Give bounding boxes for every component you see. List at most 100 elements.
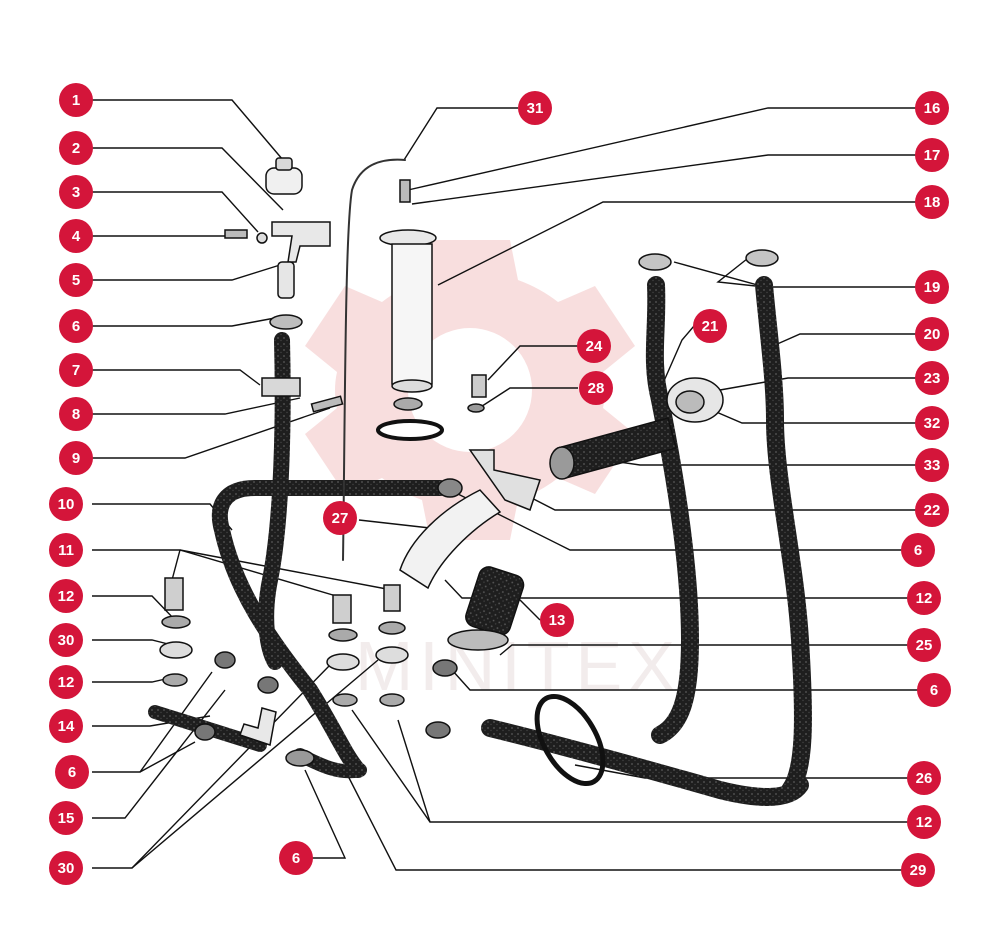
- callout-label: 6: [292, 850, 300, 867]
- callout-label: 5: [72, 272, 80, 289]
- callout-label: 12: [916, 814, 933, 831]
- callout-label: 6: [914, 542, 922, 559]
- bracket-7: [261, 377, 301, 397]
- callout-label: 29: [910, 862, 927, 879]
- callout-c6d: 6: [901, 533, 935, 567]
- callout-c19: 19: [915, 270, 949, 304]
- callout-circle: [907, 628, 941, 662]
- washer-12-b: [328, 628, 358, 642]
- callout-c10: 10: [49, 487, 83, 521]
- callout-label: 14: [58, 718, 75, 735]
- callout-circle: [915, 138, 949, 172]
- callout-label: 27: [332, 510, 349, 527]
- callout-c31: 31: [518, 91, 552, 125]
- callout-circle: [518, 91, 552, 125]
- callout-c12b: 12: [49, 665, 83, 699]
- callout-label: 30: [58, 860, 75, 877]
- callout-circle: [49, 851, 83, 885]
- clamp-6-c: [257, 676, 279, 694]
- clamp-19-left: [638, 253, 672, 271]
- elbow-pipe-27: [399, 489, 502, 590]
- clamp-6-g: [437, 478, 463, 498]
- callout-circle: [59, 83, 93, 117]
- callout-circle: [49, 487, 83, 521]
- callout-label: 10: [58, 496, 75, 513]
- callout-c12a: 12: [49, 579, 83, 613]
- hose-clamp: [269, 314, 303, 330]
- callout-label: 25: [916, 637, 933, 654]
- callout-label: 32: [924, 415, 941, 432]
- callout-label: 15: [58, 810, 75, 827]
- callout-circle: [59, 219, 93, 253]
- watermark-text: MINITEX: [355, 627, 681, 705]
- gasket: [376, 419, 444, 441]
- callout-label: 20: [924, 326, 941, 343]
- callout-circle: [55, 755, 89, 789]
- callout-circle: [915, 185, 949, 219]
- washer-3: [256, 232, 268, 244]
- callout-circle: [49, 533, 83, 567]
- callout-circle: [59, 353, 93, 387]
- callout-c8: 8: [59, 397, 93, 431]
- callout-c30a: 30: [49, 623, 83, 657]
- callout-c14: 14: [49, 709, 83, 743]
- callout-label: 4: [72, 228, 81, 245]
- callout-c1: 1: [59, 83, 93, 117]
- callout-circle: [901, 853, 935, 887]
- callout-circle: [917, 673, 951, 707]
- callout-circle: [59, 263, 93, 297]
- callout-c13: 13: [540, 603, 574, 637]
- callout-c20: 20: [915, 317, 949, 351]
- callout-label: 18: [924, 194, 941, 211]
- callout-c7: 7: [59, 353, 93, 387]
- callout-circle: [49, 579, 83, 613]
- strainer-33: [549, 417, 677, 480]
- callout-circle: [907, 805, 941, 839]
- callout-c5: 5: [59, 263, 93, 297]
- tee-fitting-15: [239, 707, 277, 746]
- callout-circle: [907, 761, 941, 795]
- callout-circle: [915, 361, 949, 395]
- callout-circle: [915, 270, 949, 304]
- callout-label: 3: [72, 184, 80, 201]
- callout-label: 21: [702, 318, 719, 335]
- callout-label: 6: [930, 682, 938, 699]
- callout-c16: 16: [915, 91, 949, 125]
- callout-label: 19: [924, 279, 941, 296]
- callout-label: 12: [58, 588, 75, 605]
- callout-circle: [49, 709, 83, 743]
- callout-c25: 25: [907, 628, 941, 662]
- clamp-6-d: [285, 749, 315, 767]
- seal-ring: [393, 397, 423, 411]
- callout-circle: [907, 581, 941, 615]
- callout-c12c: 12: [907, 581, 941, 615]
- callout-label: 8: [72, 406, 80, 423]
- washer-12-d: [162, 673, 188, 687]
- callout-circle: [915, 493, 949, 527]
- callout-label: 1: [72, 92, 80, 109]
- callout-label: 7: [72, 362, 80, 379]
- callout-c6b: 6: [55, 755, 89, 789]
- filler-cap: [265, 157, 303, 195]
- callout-circle: [323, 501, 357, 535]
- banjo-30-b: [326, 653, 360, 671]
- callout-c9: 9: [59, 441, 93, 475]
- callout-label: 31: [527, 100, 544, 117]
- bolt-24: [471, 374, 487, 398]
- banjo-30-a: [159, 641, 193, 659]
- fuel-filter-canister: [379, 179, 437, 393]
- callout-label: 17: [924, 147, 941, 164]
- callout-label: 6: [72, 318, 80, 335]
- washer-28: [467, 403, 485, 413]
- bracket-22: [468, 449, 541, 511]
- callout-label: 12: [58, 674, 75, 691]
- bolt-11-c: [383, 584, 401, 612]
- callout-label: 30: [58, 632, 75, 649]
- callout-circle: [59, 397, 93, 431]
- callout-c29: 29: [901, 853, 935, 887]
- banjo-30-c: [375, 646, 409, 664]
- callout-c22: 22: [915, 493, 949, 527]
- callout-c32: 32: [915, 406, 949, 440]
- callout-c3: 3: [59, 175, 93, 209]
